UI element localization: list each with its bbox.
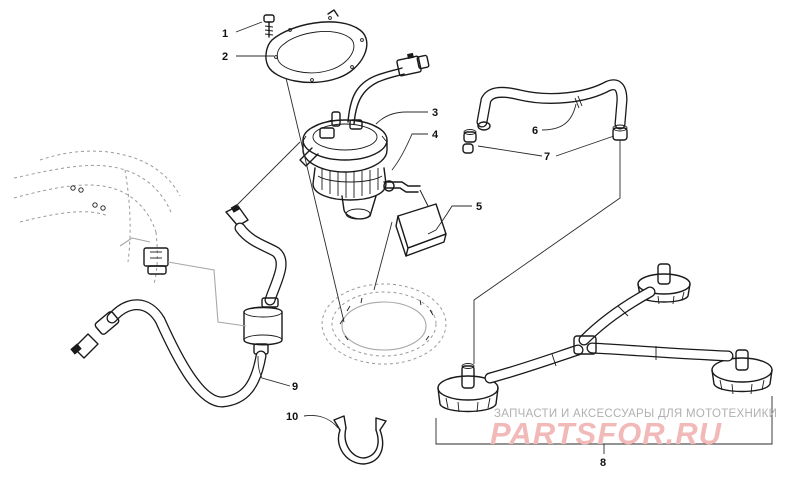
callout-5: 5: [476, 201, 482, 213]
callout-7: 7: [544, 151, 550, 163]
part-fuel-line: [70, 204, 287, 408]
watermark-brand: PARTSFOR.RU: [490, 416, 723, 451]
callout-1: 1: [222, 28, 228, 40]
watermark: ЗАПЧАСТИ И АКСЕССУАРЫ ДЛЯ МОТОТЕХНИКИ PA…: [490, 408, 777, 451]
callout-labels: 1 2 3 4 5 6 7 8 9 10: [222, 28, 606, 469]
vehicle-frame-ghost: [13, 150, 181, 285]
part-vent-hose: [476, 79, 628, 131]
callout-6: 6: [532, 125, 538, 137]
part-gasket: [265, 9, 368, 84]
callout-10: 10: [286, 411, 298, 423]
watermark-tagline: ЗАПЧАСТИ И АКСЕССУАРЫ ДЛЯ МОТОТЕХНИКИ: [494, 408, 777, 420]
part-clamp: [333, 415, 387, 465]
callout-9: 9: [292, 381, 298, 393]
part-float: [395, 189, 447, 257]
callout-2: 2: [222, 51, 228, 63]
part-fuel-pump-assembly: [299, 52, 430, 220]
tank-seal-ring-ghost: [321, 283, 447, 365]
leader-lines: [235, 21, 773, 454]
callout-3: 3: [432, 107, 438, 119]
callout-4: 4: [432, 129, 439, 141]
part-screw: [263, 14, 275, 38]
callout-8: 8: [600, 457, 606, 469]
part-manifold: [437, 263, 773, 413]
frame-connector: [119, 237, 247, 327]
